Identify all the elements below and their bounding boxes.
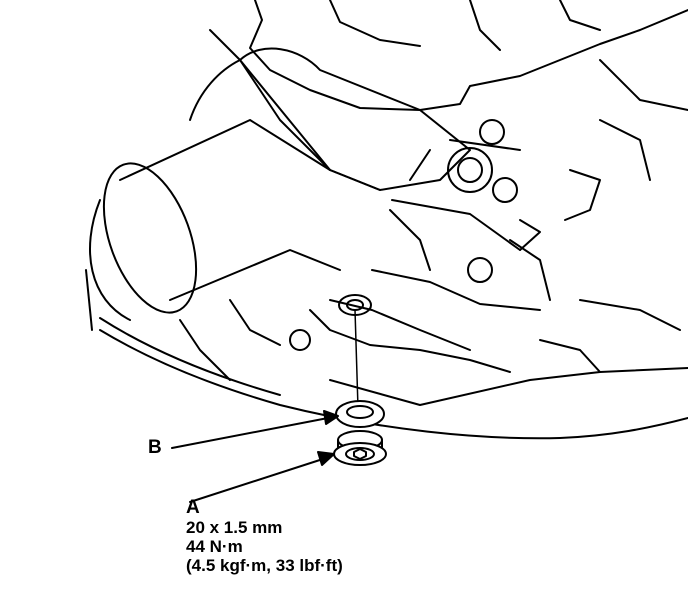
transmission-housing (189, 0, 688, 171)
callout-b-label: B (148, 437, 162, 458)
drain-plug-spec: A 20 x 1.5 mm 44 N·m (4.5 kgf·m, 33 lbf·… (186, 497, 343, 575)
case-details (179, 119, 681, 381)
thread-size-text: 20 x 1.5 mm (186, 518, 283, 537)
torque-nm-text: 44 N·m (186, 537, 243, 556)
drive-shaft-cylinder (85, 47, 471, 331)
sealing-washer (335, 400, 385, 428)
leader-b (171, 410, 339, 449)
alignment-line (354, 309, 359, 409)
leader-a (189, 451, 335, 503)
drain-plug (333, 430, 387, 466)
oil-pan-rim (99, 317, 688, 440)
callout-a-label: A (186, 497, 200, 518)
torque-alt-text: (4.5 kgf·m, 33 lbf·ft) (186, 556, 343, 575)
